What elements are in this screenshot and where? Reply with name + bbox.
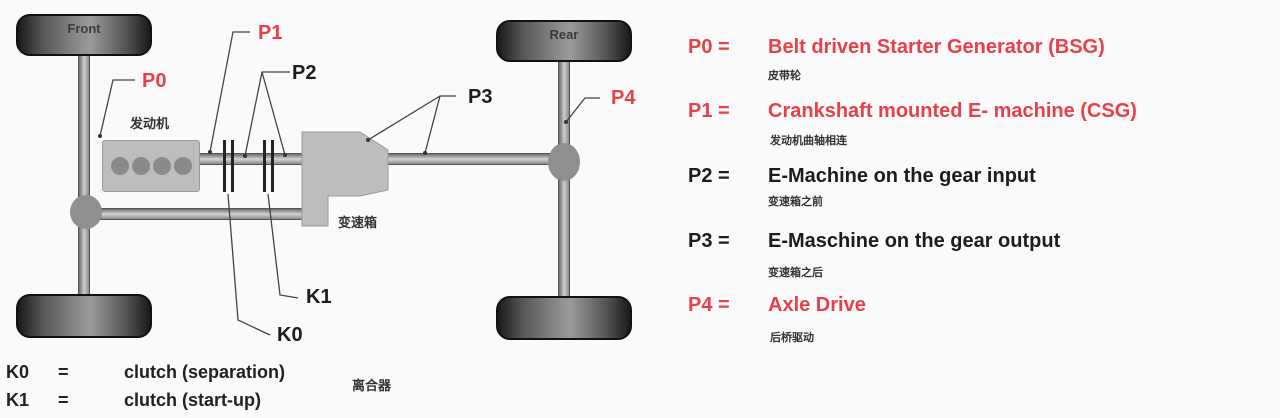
legend-cn-p4: 后桥驱动 xyxy=(770,332,814,344)
clutch-k1-icon xyxy=(262,140,276,192)
k0-label: K0 xyxy=(277,324,303,346)
p0-label: P0 xyxy=(142,70,167,92)
gearbox-label: 变速箱 xyxy=(338,215,378,230)
engine-block xyxy=(102,140,200,192)
clutch-legend-row: K0=clutch (separation) xyxy=(6,362,286,382)
legend-row-p3: P3 =E-Maschine on the gear output xyxy=(688,230,1061,252)
legend-cn-p0: 皮带轮 xyxy=(768,70,801,82)
p1-label: P1 xyxy=(258,22,283,44)
rear-differential xyxy=(548,143,580,181)
front-axle-shaft xyxy=(78,54,90,300)
cylinder-icon xyxy=(173,157,192,175)
cylinder-icon xyxy=(152,157,171,175)
front-drive-shaft xyxy=(92,208,308,220)
legend-row-p1: P1 =Crankshaft mounted E- machine (CSG) xyxy=(688,100,1137,122)
clutch-k0-icon xyxy=(222,140,236,192)
front-label: Front xyxy=(67,20,101,36)
legend-cn-p1: 发动机曲轴相连 xyxy=(770,135,847,147)
engine-label: 发动机 xyxy=(130,116,170,131)
p4-label: P4 xyxy=(611,87,636,109)
clutch-legend-row: K1=clutch (start-up) xyxy=(6,390,261,410)
legend-cn-p3: 变速箱之后 xyxy=(768,267,823,279)
k1-label: K1 xyxy=(306,286,332,308)
front-differential xyxy=(70,195,102,229)
legend-row-p2: P2 =E-Machine on the gear input xyxy=(688,165,1036,187)
legend-row-p0: P0 =Belt driven Starter Generator (BSG) xyxy=(688,36,1105,58)
propeller-shaft xyxy=(388,153,550,165)
engine-output-shaft xyxy=(200,153,306,165)
front-right-wheel xyxy=(16,294,152,338)
front-left-wheel: Front xyxy=(16,14,152,56)
gearbox-shape xyxy=(301,131,389,227)
rear-label: Rear xyxy=(549,26,579,42)
cylinder-icon xyxy=(131,157,150,175)
rear-left-wheel: Rear xyxy=(496,20,632,62)
rear-right-wheel xyxy=(496,296,632,340)
clutch-legend-cn: 离合器 xyxy=(352,378,392,393)
p3-label: P3 xyxy=(468,86,493,108)
p2-label: P2 xyxy=(292,62,317,84)
cylinder-icon xyxy=(110,157,129,175)
legend-row-p4: P4 =Axle Drive xyxy=(688,294,866,316)
leader-lines xyxy=(98,31,600,336)
legend-cn-p2: 变速箱之前 xyxy=(768,196,823,208)
